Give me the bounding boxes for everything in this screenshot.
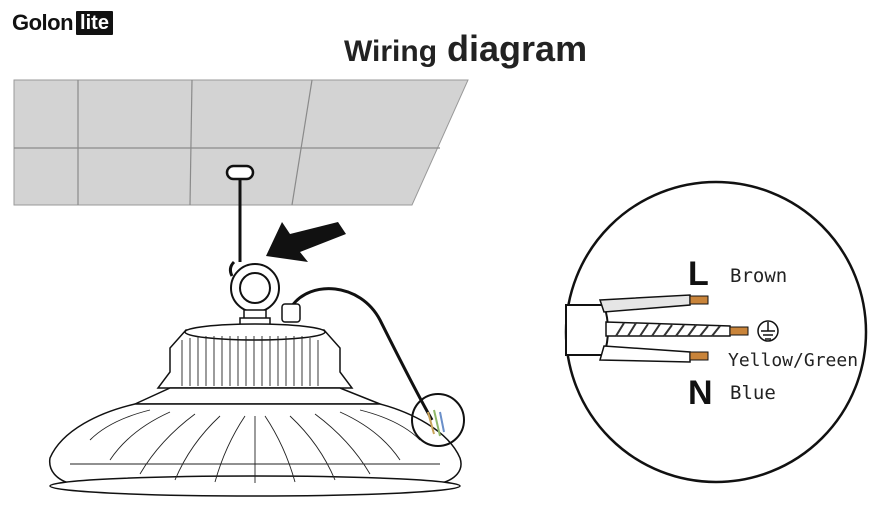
ceiling-hook [225,164,255,181]
title-word-2: diagram [447,28,588,69]
lamp-fins [70,336,440,483]
cable-end-callout [411,393,465,447]
pointer-arrow-icon [266,222,346,262]
ceiling-panel [13,79,469,206]
eye-bolt [230,263,280,329]
page-title: Wiring diagram [344,28,587,70]
wire-letter-live: L [688,255,709,293]
wire-label-brown: Brown [730,265,787,287]
power-cable [290,287,434,421]
wire-label-blue: Blue [730,382,776,404]
logo-text-box: lite [76,11,113,35]
title-word-1: Wiring [344,35,438,68]
wire-label-yellow-green: Yellow/Green [728,350,858,371]
ground-icon [757,320,779,342]
brand-logo: Golon lite [12,10,113,36]
wire-letter-neutral: N [688,374,713,412]
logo-text: Golon [12,10,74,35]
wiring-detail-circle [564,180,868,484]
